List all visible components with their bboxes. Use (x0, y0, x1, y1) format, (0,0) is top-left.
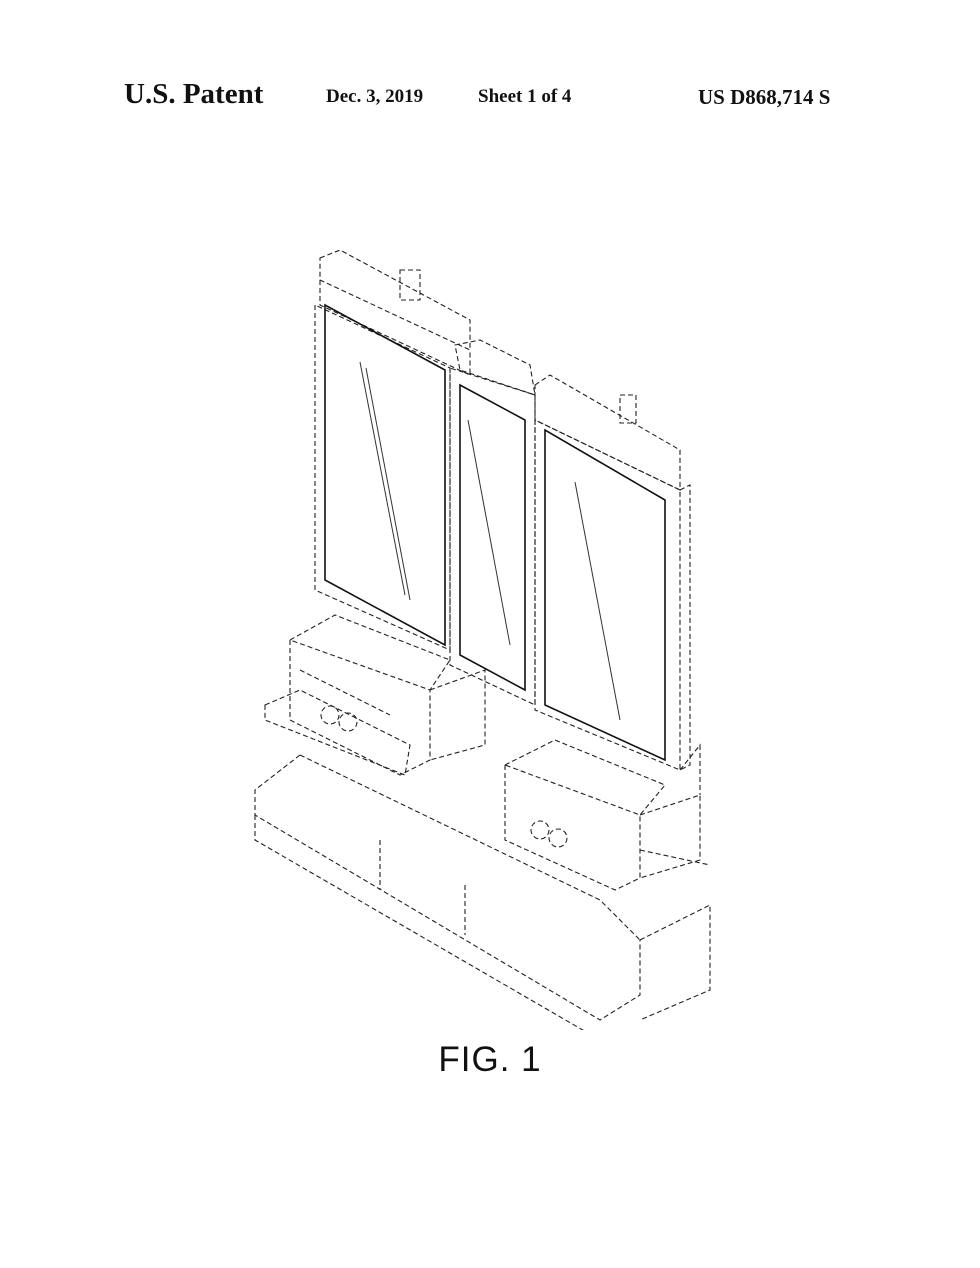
middle-screen (449, 339, 536, 706)
right-cabinet (503, 739, 701, 891)
figure-label: FIG. 1 (438, 1040, 542, 1079)
patent-drawing (240, 249, 720, 1041)
sheet-number: Sheet 1 of 4 (478, 86, 572, 107)
left-cabinet (288, 614, 486, 776)
patent-date: Dec. 3, 2019 (326, 86, 424, 107)
gaming-machine-drawing (254, 249, 711, 1041)
left-topper (319, 249, 471, 376)
patent-header: U.S. Patent Dec. 3, 2019 Sheet 1 of 4 US… (0, 74, 980, 114)
right-screen (534, 419, 691, 771)
patent-number: US D868,714 S (698, 85, 831, 109)
right-topper (534, 374, 681, 491)
patent-office-label: U.S. Patent (124, 78, 264, 110)
base-platform (254, 689, 711, 1041)
